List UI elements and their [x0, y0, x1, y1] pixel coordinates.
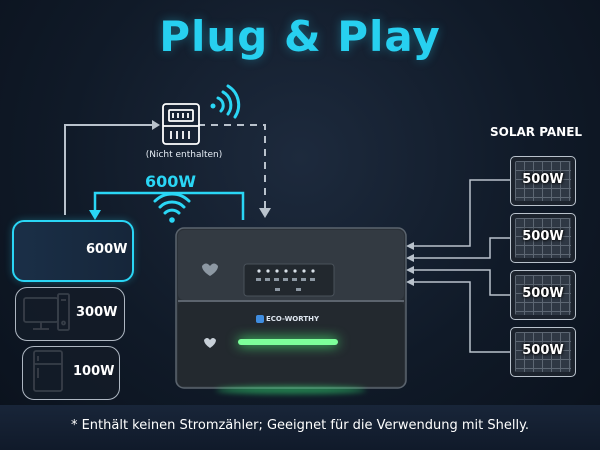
meter-signal-arrow	[259, 208, 271, 218]
footer-bar	[0, 405, 600, 450]
meter-caption: (Nicht enthalten)	[145, 150, 223, 160]
solar-panel-title: SOLAR PANEL	[490, 125, 583, 139]
solar-panel-label: 500W	[522, 172, 564, 187]
solar-wiring-arrows	[406, 242, 414, 286]
power-flow-label: 600W	[145, 172, 197, 191]
page-title: Plug & Play	[159, 12, 441, 61]
appliance-refrigerator: 100W	[22, 346, 120, 400]
solar-wiring	[408, 179, 510, 353]
brand-logo	[256, 315, 264, 323]
meter-feed-line	[64, 124, 152, 215]
device-brand-text: ECO-WORTHY	[266, 315, 320, 323]
meter-signal-line	[198, 124, 266, 210]
wifi-icon	[210, 84, 241, 119]
power-station-device	[175, 227, 407, 394]
appliance-washing-machine: 600W	[12, 220, 134, 282]
appliance-power-label: 600W	[86, 242, 128, 257]
meter-feed-arrow	[152, 120, 160, 130]
solar-panel-label: 500W	[522, 286, 564, 301]
power-flow-arrow	[89, 210, 101, 220]
solar-panel: 500W	[510, 270, 576, 320]
power-flow-line	[93, 191, 245, 220]
wifi-icon	[153, 192, 191, 223]
appliance-power-label: 300W	[76, 305, 118, 320]
appliance-computer: 300W	[15, 287, 125, 341]
appliance-power-label: 100W	[73, 364, 115, 379]
solar-panel-label: 500W	[522, 343, 564, 358]
solar-panel: 500W	[510, 327, 576, 377]
device-brand: ECO-WORTHY	[256, 315, 319, 323]
solar-panel-label: 500W	[522, 229, 564, 244]
solar-panel: 500W	[510, 213, 576, 263]
footnote: * Enthält keinen Stromzähler; Geeignet f…	[70, 418, 530, 433]
solar-panel: 500W	[510, 156, 576, 206]
smart-meter-icon	[162, 103, 200, 145]
